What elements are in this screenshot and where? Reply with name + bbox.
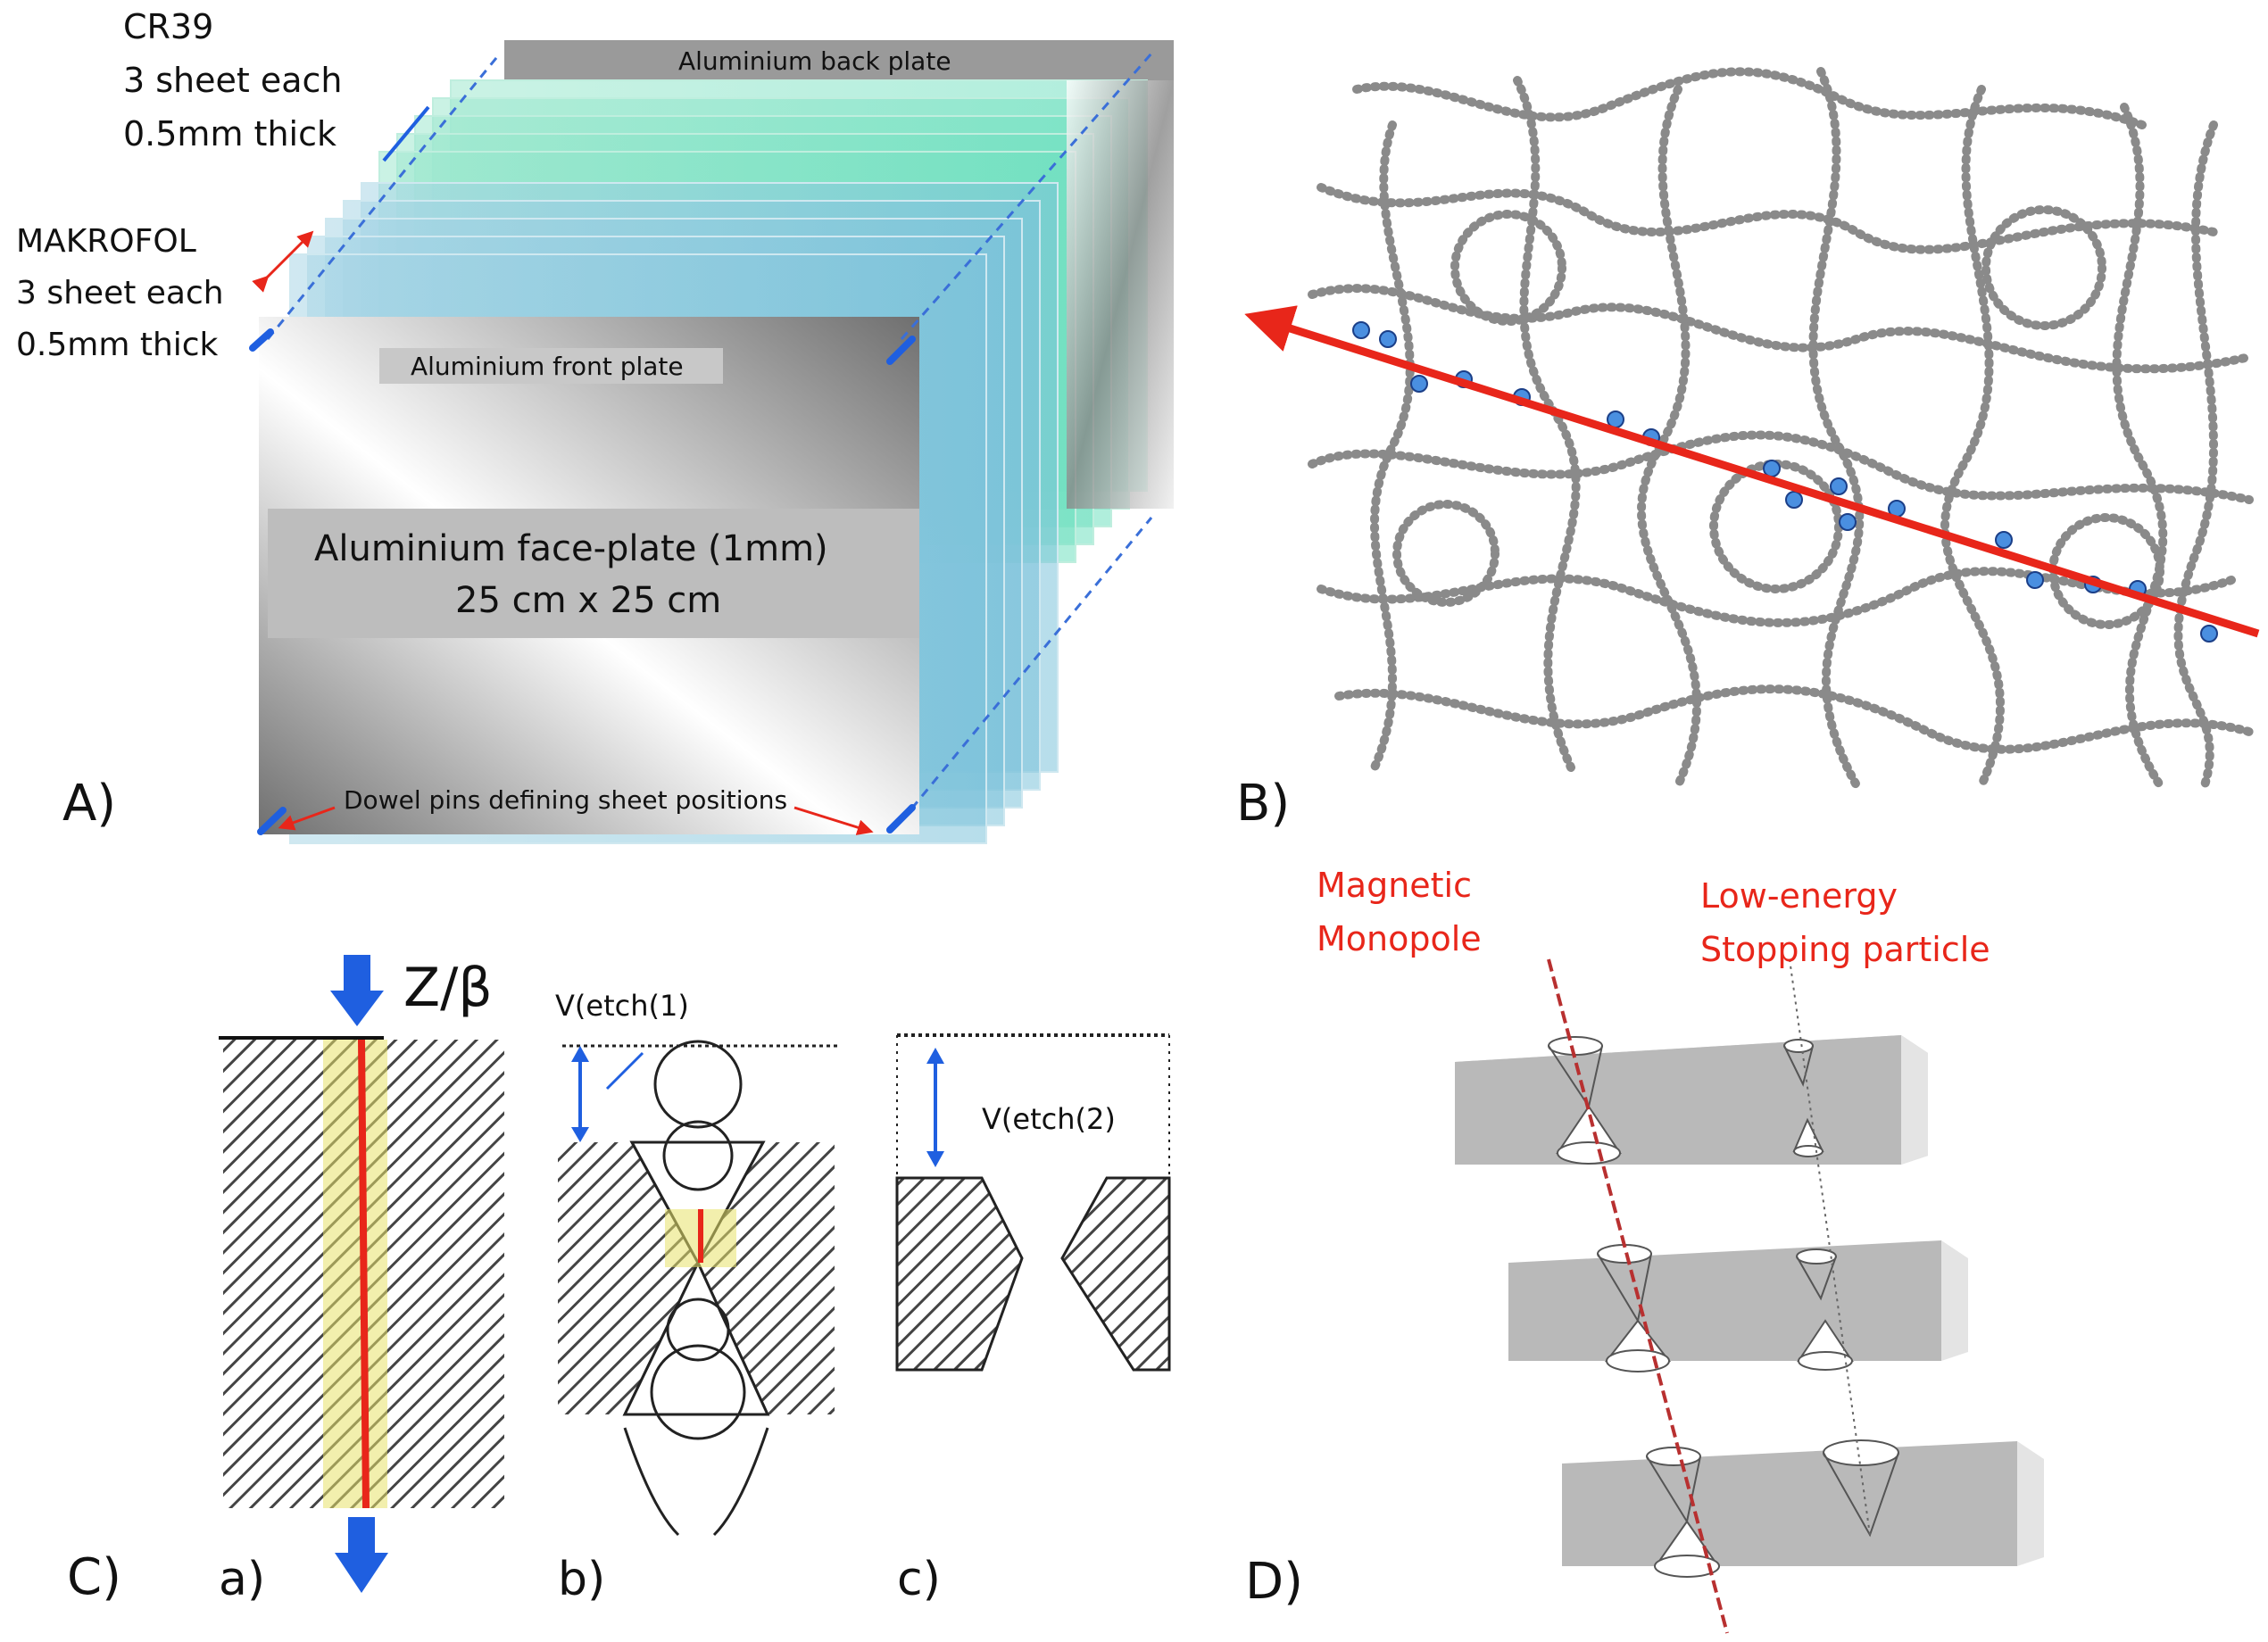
track-a	[358, 1039, 370, 1509]
dowel-pins-label: Dowel pins defining sheet positions	[344, 785, 788, 815]
panel-a-letter: A)	[62, 775, 117, 833]
monopole-track	[1547, 958, 1729, 1634]
polymer-chain	[2112, 103, 2168, 790]
detector-slab-c-left	[895, 1176, 1024, 1372]
dowel-pin	[249, 328, 274, 352]
makrofol-label-line2: 3 sheet each	[16, 275, 224, 311]
front-plate-label-box	[379, 348, 723, 384]
stopping-label-line2: Stopping particle	[1700, 930, 1990, 969]
face-plate-label-line2: 25 cm x 25 cm	[455, 580, 722, 621]
polymer-chain	[2173, 120, 2218, 790]
panel-d	[1455, 958, 2044, 1634]
cr39-thickness-arrow	[382, 105, 430, 162]
polymer-loop	[1450, 210, 1566, 326]
polymer-loop	[1392, 500, 1500, 607]
cr39-label-line3: 0.5mm thick	[123, 114, 336, 153]
panel-c-sub-b: b)	[558, 1553, 606, 1606]
makrofol-label-line3: 0.5mm thick	[16, 327, 219, 363]
panel-a	[249, 40, 1174, 844]
back-plate-face	[1067, 80, 1174, 509]
polymer-chain	[1308, 284, 2254, 374]
monopole-label-line1: Magnetic	[1317, 866, 1473, 905]
etch-cones-monopole	[1548, 1036, 1720, 1578]
polymer-chain	[1308, 430, 2254, 504]
front-plate-label: Aluminium front plate	[411, 352, 684, 381]
v-etch-2-label: V(etch(2)	[982, 1102, 1116, 1136]
cr39-label-line1: CR39	[123, 7, 214, 46]
makrofol-label-line1: MAKROFOL	[16, 223, 196, 260]
stopping-label-line1: Low-energy	[1700, 876, 1898, 916]
face-plate-label-box	[268, 509, 919, 638]
particle-track-arrow	[1244, 305, 2260, 638]
back-plate	[504, 40, 1174, 80]
cr39-label-line2: 3 sheet each	[123, 61, 343, 100]
polymer-chain	[1334, 684, 2254, 754]
down-arrow-bottom	[335, 1517, 388, 1593]
polymer-loop	[1981, 205, 2106, 330]
detector-block	[1455, 1035, 1928, 1165]
panel-d-letter: D)	[1245, 1553, 1303, 1611]
panel-c-letter: C)	[67, 1548, 121, 1606]
dowel-pin	[257, 807, 287, 835]
down-arrow-top	[330, 955, 384, 1026]
panel-b-letter: B)	[1236, 775, 1291, 833]
detector-block	[1508, 1240, 1968, 1361]
polymer-chain	[1352, 67, 2147, 129]
polymer-chain	[1808, 67, 1865, 790]
monopole-label-line2: Monopole	[1317, 919, 1482, 958]
polymer-chain	[1940, 85, 2005, 790]
panel-c-sub-c: c)	[897, 1553, 941, 1606]
panel-c-sub-a: a)	[219, 1553, 266, 1606]
detector-block	[1562, 1441, 2044, 1566]
detector-slab-c-right	[1060, 1176, 1171, 1372]
makrofol-thickness-arrow	[252, 230, 314, 293]
panel-c	[219, 955, 1171, 1593]
polymer-chain	[1513, 76, 1581, 772]
back-plate-label: Aluminium back plate	[678, 46, 951, 76]
panel-b	[1308, 67, 2254, 790]
damage-zone-a	[323, 1040, 387, 1508]
polymer-chain	[1317, 183, 2218, 254]
face-plate-label-line1: Aluminium face-plate (1mm)	[314, 528, 828, 569]
dowel-pin	[886, 804, 916, 833]
v-etch-1-label: V(etch(1)	[555, 989, 689, 1023]
dowel-pin	[886, 336, 916, 365]
etch-cones-stopping	[1783, 1039, 1899, 1538]
polymer-chain	[1370, 120, 1415, 772]
z-beta-label: Z/β	[403, 957, 493, 1019]
